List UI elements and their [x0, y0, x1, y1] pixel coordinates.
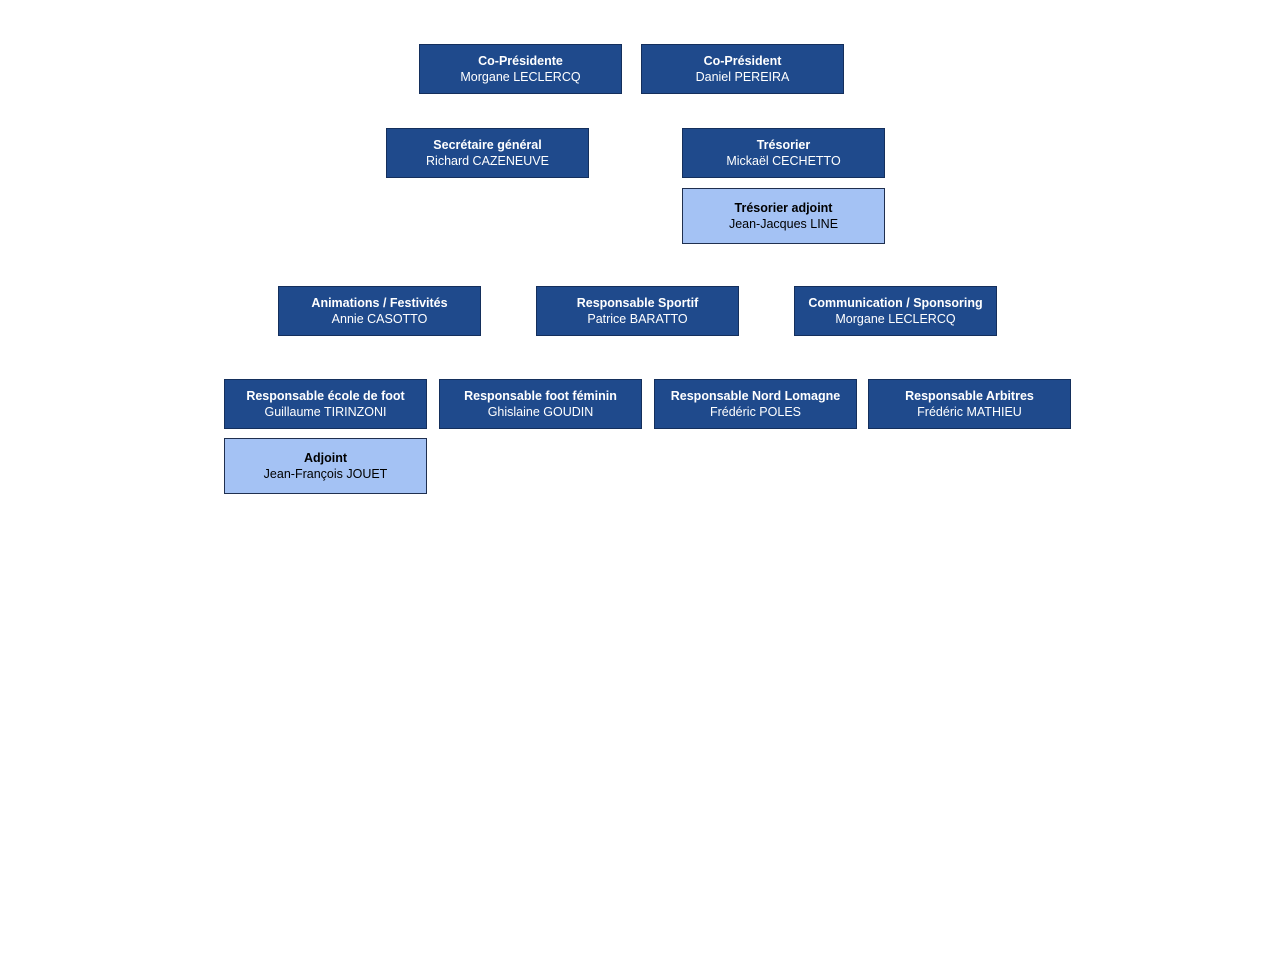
node-tresorier-adjoint: Trésorier adjoint Jean-Jacques LINE	[682, 188, 885, 244]
person-name: Jean-Jacques LINE	[728, 217, 839, 231]
person-name: Morgane LECLERCQ	[460, 70, 581, 84]
role-label: Animations / Festivités	[311, 296, 448, 310]
role-label: Secrétaire général	[433, 138, 542, 152]
role-label: Responsable foot féminin	[464, 389, 617, 403]
person-name: Frédéric MATHIEU	[917, 405, 1022, 419]
person-name: Patrice BARATTO	[587, 312, 688, 326]
node-communication-sponsoring: Communication / Sponsoring Morgane LECLE…	[794, 286, 997, 336]
person-name: Annie CASOTTO	[331, 312, 428, 326]
role-label: Trésorier adjoint	[734, 201, 833, 215]
node-co-presidente: Co-Présidente Morgane LECLERCQ	[419, 44, 622, 94]
person-name: Richard CAZENEUVE	[426, 154, 549, 168]
person-name: Jean-François JOUET	[263, 467, 388, 481]
person-name: Mickaël CECHETTO	[726, 154, 841, 168]
role-label: Adjoint	[303, 451, 348, 465]
node-co-president: Co-Président Daniel PEREIRA	[641, 44, 844, 94]
person-name: Daniel PEREIRA	[695, 70, 790, 84]
node-responsable-ecole-de-foot: Responsable école de foot Guillaume TIRI…	[224, 379, 427, 429]
node-responsable-arbitres: Responsable Arbitres Frédéric MATHIEU	[868, 379, 1071, 429]
person-name: Morgane LECLERCQ	[835, 312, 956, 326]
role-label: Responsable Nord Lomagne	[670, 389, 841, 403]
node-adjoint: Adjoint Jean-François JOUET	[224, 438, 427, 494]
role-label: Co-Président	[703, 54, 782, 68]
person-name: Ghislaine GOUDIN	[487, 405, 594, 419]
node-responsable-sportif: Responsable Sportif Patrice BARATTO	[536, 286, 739, 336]
role-label: Responsable Sportif	[576, 296, 699, 310]
role-label: Responsable Arbitres	[905, 389, 1034, 403]
role-label: Trésorier	[756, 138, 811, 152]
role-label: Co-Présidente	[478, 54, 563, 68]
node-animations-festivites: Animations / Festivités Annie CASOTTO	[278, 286, 481, 336]
node-responsable-nord-lomagne: Responsable Nord Lomagne Frédéric POLES	[654, 379, 857, 429]
node-secretaire-general: Secrétaire général Richard CAZENEUVE	[386, 128, 589, 178]
person-name: Guillaume TIRINZONI	[264, 405, 387, 419]
person-name: Frédéric POLES	[709, 405, 801, 419]
node-responsable-foot-feminin: Responsable foot féminin Ghislaine GOUDI…	[439, 379, 642, 429]
role-label: Communication / Sponsoring	[808, 296, 983, 310]
role-label: Responsable école de foot	[246, 389, 405, 403]
node-tresorier: Trésorier Mickaël CECHETTO	[682, 128, 885, 178]
